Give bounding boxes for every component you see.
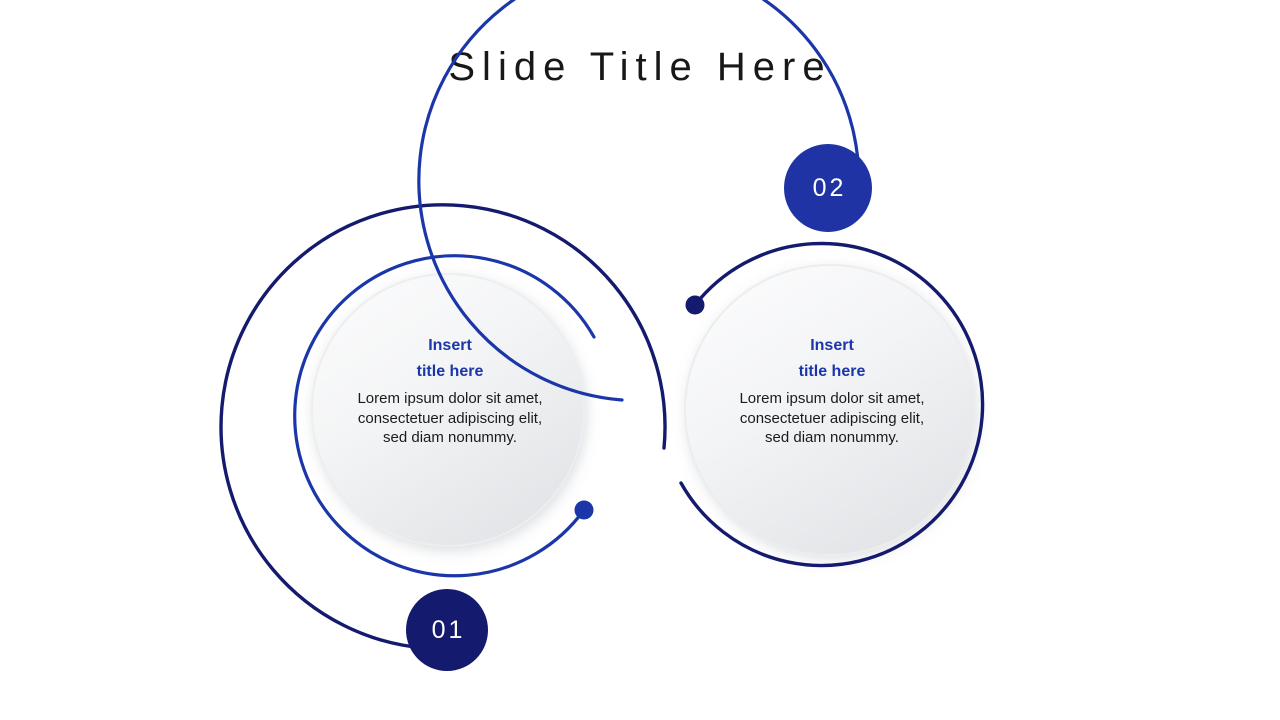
connector-dot-right <box>685 295 705 315</box>
page-title: Slide Title Here <box>448 45 832 89</box>
content-disc-left <box>312 274 584 546</box>
step-badge-02-label: 02 <box>812 173 847 202</box>
content-right-title-line1: Insert <box>810 337 854 354</box>
content-left-title-line2: title here <box>416 363 484 380</box>
ring-outer-arc-right <box>417 0 861 402</box>
content-left-body: Lorem ipsum dolor sit amet, consectetuer… <box>357 390 543 446</box>
step-badge-02[interactable]: 02 <box>784 144 872 232</box>
content-left-title-line1: Insert <box>428 337 472 354</box>
content-right-body: Lorem ipsum dolor sit amet, consectetuer… <box>739 390 925 446</box>
content-block-right: Insert title here Lorem ipsum dolor sit … <box>737 333 927 448</box>
ring-inner-arc-left <box>293 254 596 578</box>
content-disc-left-edge <box>311 273 585 547</box>
content-block-left: Insert title here Lorem ipsum dolor sit … <box>355 333 545 448</box>
step-badge-01[interactable]: 01 <box>406 589 488 671</box>
content-right-title-line2: title here <box>798 363 866 380</box>
content-disc-right-edge <box>684 264 976 556</box>
ring-inner-arc-right <box>679 241 985 568</box>
ring-outer-arc-left <box>219 203 667 650</box>
step-badge-01-label: 01 <box>431 615 466 644</box>
connector-dot-left <box>574 500 594 520</box>
content-disc-right <box>685 265 975 555</box>
